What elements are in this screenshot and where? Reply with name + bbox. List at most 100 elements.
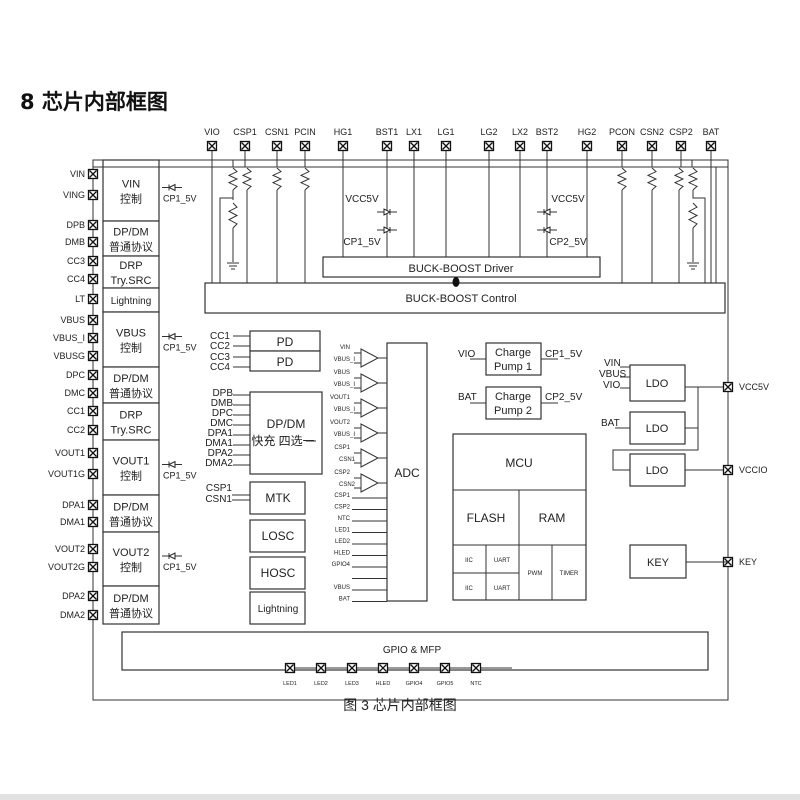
vcc5v-pin-label: VCC5V [739,382,769,392]
gpio-pin-label: NTC [470,681,481,687]
adc-input-label: NTC [338,516,351,522]
pin-gpio5-icon [439,662,451,674]
charge-pump-2-label-1: Charge [495,391,531,403]
top-pin-label: LG1 [437,127,454,137]
dpdm-mux-label-2: 快充 四选一 [251,433,314,448]
top-pin-label: PCIN [294,127,316,137]
pin-dma1-icon [87,516,99,528]
top-pin-label: CSP2 [669,127,693,137]
pin-dpc-icon [87,369,99,381]
left-pin-label: DPA1 [62,500,85,510]
dpdm-mux-section: DP/DM 快充 四选一 DPBDMBDPCDMCDPA1DMA1DPA2DMA… [205,388,323,475]
mux-input-label: DMA2 [205,458,233,469]
left-pin-label: DMC [65,388,86,398]
vccio-pin-label: VCCIO [739,465,768,475]
pd-input-label: CC1 [210,331,230,342]
buck-boost-driver-label: BUCK-BOOST Driver [409,263,514,275]
diode-label-vcc5v-left: VCC5V [345,194,379,205]
pin-vio-icon [206,140,218,152]
uart-label-2: UART [494,586,511,592]
mux-input-label: DPA2 [208,448,234,459]
mtk-label: MTK [265,491,290,505]
left-pin-label: CC2 [67,425,85,435]
left-block-label-2: Try.SRC [111,275,152,287]
gpio-pin-label: LED2 [314,681,328,687]
window-bottom-edge [0,794,800,800]
top-pin-label: CSN1 [265,127,289,137]
mux-input-label: DMB [211,398,234,409]
pd-block-2 [249,350,321,372]
pin-ntc-icon [470,662,482,674]
charge-pump-1-output: CP1_5V [545,349,583,360]
hosc-label: HOSC [261,566,296,580]
top-pin-label: BST2 [536,127,559,137]
charge-pump-2-input: BAT [458,392,477,403]
pin-dmb-icon [87,236,99,248]
pin-lg1-icon [440,140,452,152]
resistor-icon [646,167,658,191]
pwm-label: PWM [528,571,543,577]
resistor-icon [241,167,253,191]
gpio-pin-label: HLED [376,681,391,687]
amp-input-label: CSP1 [334,445,350,451]
pin-hled-icon [377,662,389,674]
mtk-input-csp1: CSP1 [206,483,233,494]
amp-input-label: CSN2 [339,482,356,488]
left-block-label-1: VOUT1 [113,456,150,468]
diode-icon [537,226,557,234]
resistor-icon [271,167,283,191]
top-pin-label: BAT [703,127,720,137]
left-pin-group: VINVINGDPBDMBCC3CC4LTVBUSVBUS_IVBUSGDPCD… [48,168,99,621]
pin-dpb-icon [87,219,99,231]
left-block-3: DRP Try.SRC [102,255,160,289]
gpio-pin-label: GPIO4 [406,681,423,687]
left-pin-label: VOUT2 [55,544,85,554]
pin-bat-icon [705,140,717,152]
ldo-input-vbus: VBUS [599,369,627,380]
top-pin-label: HG2 [578,127,597,137]
left-pin-label: LT [75,294,85,304]
misc-section: MTK CSP1 CSN1 LOSC HOSC Lightning [205,481,306,625]
left-pin-label: VBUSG [53,351,85,361]
pin-vout2g-icon [87,561,99,573]
left-block-label-1: VOUT2 [113,547,150,559]
left-block-label-1: DRP [119,260,142,272]
mux-input-label: DMA1 [205,438,233,449]
ldo-input-vio: VIO [603,380,620,391]
resistor-icon [299,167,311,191]
pin-hg2-icon [581,140,593,152]
mux-input-label: DPA1 [208,428,234,439]
losc-block [249,519,306,553]
pin-ving-icon [87,189,99,201]
left-pin-label: DMA2 [60,610,85,620]
pin-cc1-icon [87,405,99,417]
left-block-label-1: DP/DM [113,373,148,385]
ldo-input-bat: BAT [601,418,620,429]
pin-bst2-icon [541,140,553,152]
timer-label: TIMER [560,571,579,577]
adc-input-label: BAT [339,597,351,603]
left-pin-label: DPA2 [62,591,85,601]
ldo-1-label: LDO [646,378,669,390]
amp-input-label: VBUS_I [334,382,356,388]
mcu-label: MCU [505,456,532,470]
left-pin-label: VBUS_I [53,333,85,343]
pin-vin-icon [87,168,99,180]
left-pin-label: VIN [70,169,85,179]
left-block-label-2: Try.SRC [111,425,152,437]
key-pin-label: KEY [739,557,757,567]
adc-label: ADC [394,466,420,480]
mux-input-label: DMC [210,418,233,429]
pin-dmc-icon [87,387,99,399]
amp-input-label: CSP2 [334,470,350,476]
top-pin-label: LX2 [512,127,528,137]
